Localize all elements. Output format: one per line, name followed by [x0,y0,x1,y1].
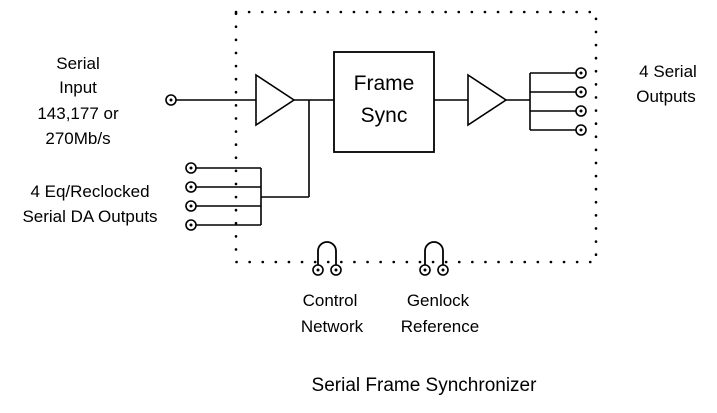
genlock-reference-label: Genlock Reference [401,291,479,336]
genlock-reference-connector-icon [419,241,449,276]
svg-text:4 Eq/Reclocked: 4 Eq/Reclocked [30,182,149,201]
svg-text:Serial: Serial [56,54,99,73]
svg-text:270Mb/s: 270Mb/s [45,129,110,148]
control-network-connector-icon [312,241,342,276]
frame-sync-block [333,51,435,153]
svg-text:Control: Control [303,291,358,310]
output-amplifier [467,73,508,127]
serial-outputs-label: 4 Serial Outputs [636,62,697,106]
input-amplifier [255,73,296,127]
serial-input-label: Serial Input 143,177 or 270Mb/s [37,54,119,148]
da-output-connectors [185,162,261,231]
frame-sync-label-line-1: Frame [354,72,415,95]
svg-text:Serial DA Outputs: Serial DA Outputs [22,207,157,226]
serial-output-connector-icon [575,86,587,98]
svg-text:4 Serial: 4 Serial [639,62,697,81]
serial-output-connectors [530,67,587,136]
serial-input-connector-icon [165,94,177,106]
serial-output-connector-icon [575,67,587,79]
frame-sync-label-line-2: Sync [361,104,408,127]
svg-text:143,177 or: 143,177 or [37,104,119,123]
da-output-connector-icon [185,200,197,212]
svg-text:Network: Network [301,317,364,336]
svg-text:Input: Input [59,78,97,97]
svg-text:Genlock: Genlock [407,291,470,310]
synchronizer-enclosure [234,10,598,264]
diagram-caption: Serial Frame Synchronizer [312,375,538,396]
da-output-connector-icon [185,219,197,231]
serial-output-connector-icon [575,124,587,136]
serial-output-connector-icon [575,105,587,117]
da-output-connector-icon [185,181,197,193]
control-network-label: Control Network [301,291,364,336]
svg-text:Outputs: Outputs [636,87,696,106]
svg-text:Reference: Reference [401,317,479,336]
da-outputs-label: 4 Eq/Reclocked Serial DA Outputs [22,182,157,226]
da-output-connector-icon [185,162,197,174]
